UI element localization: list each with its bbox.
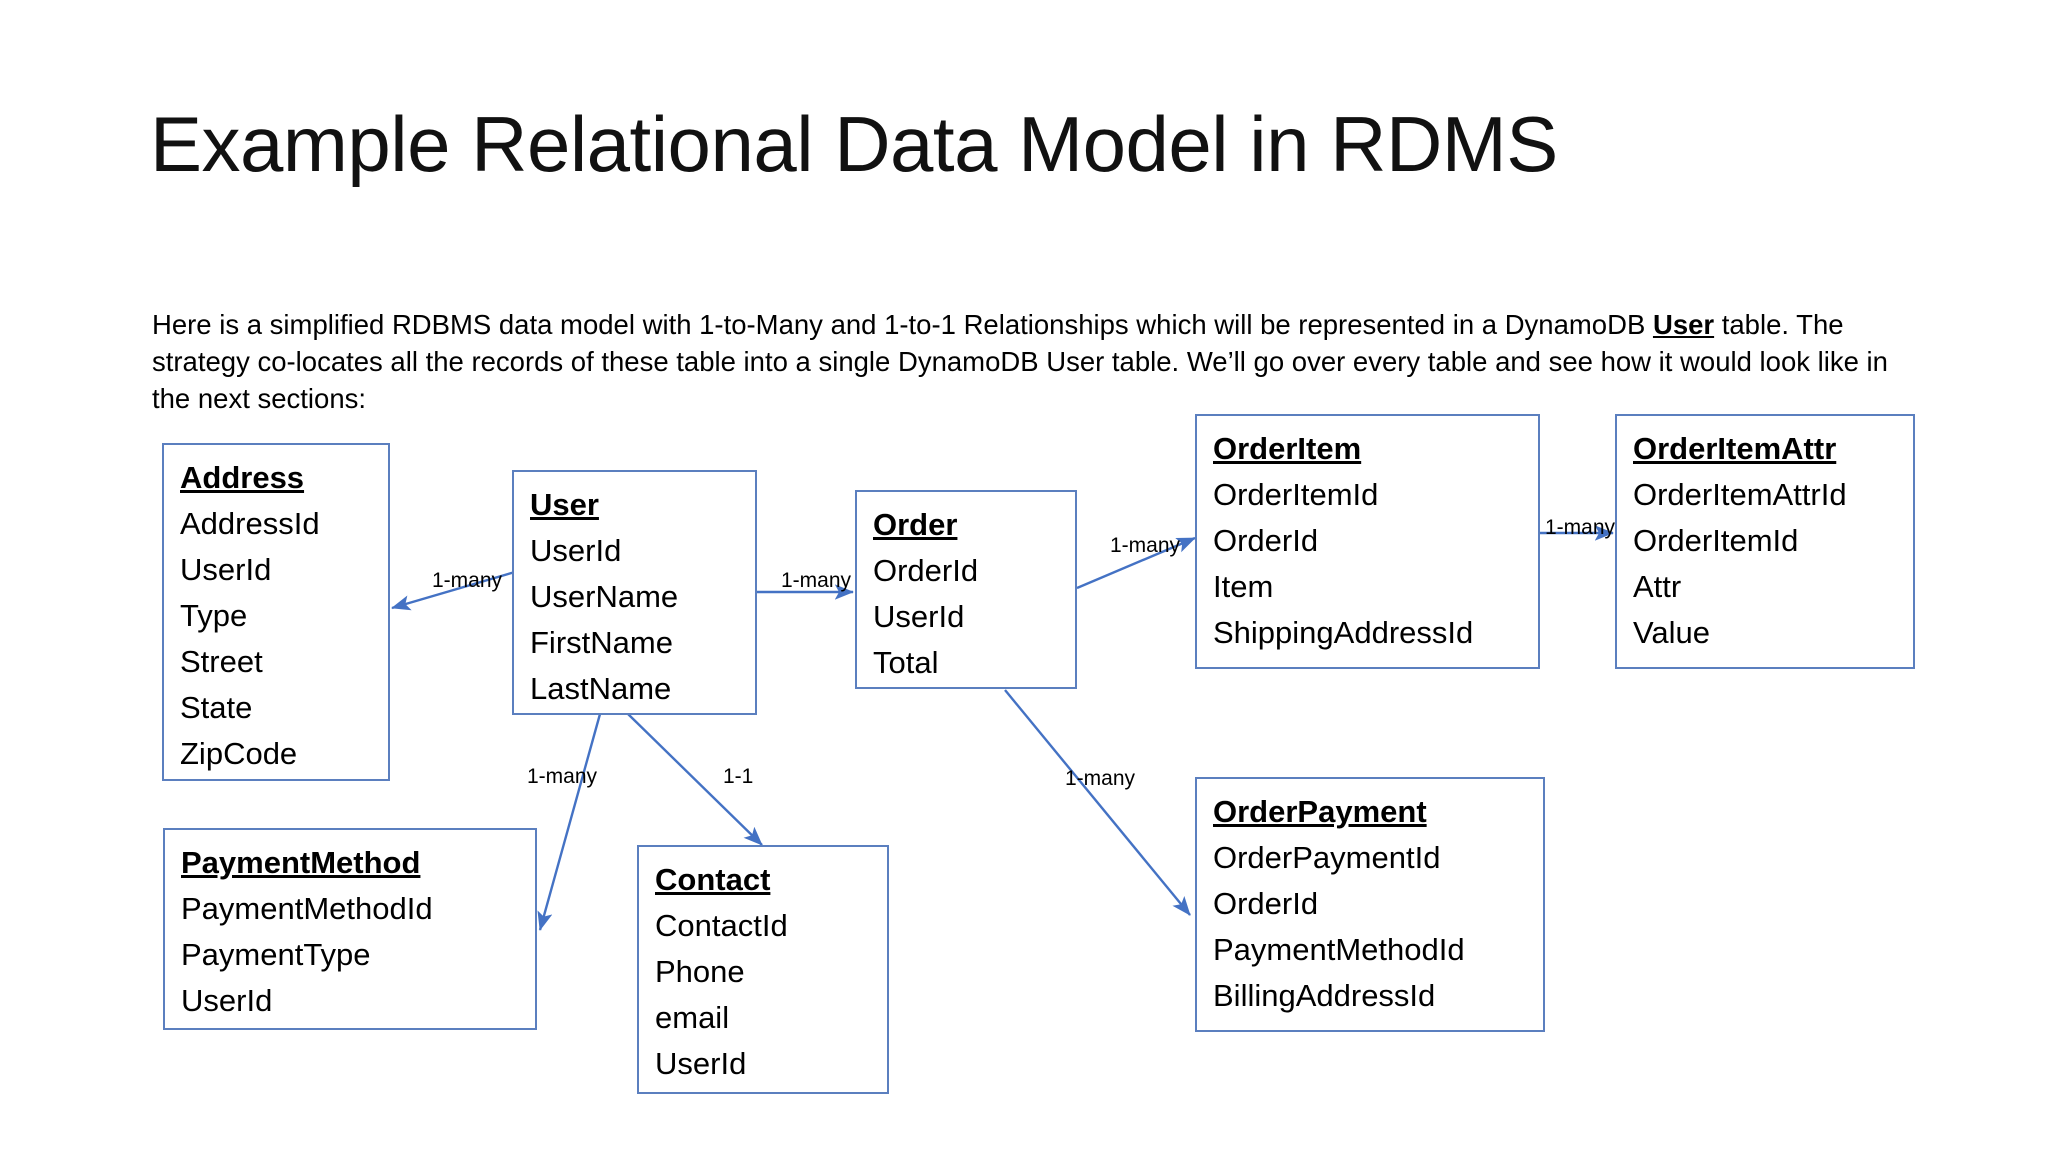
entity-box-order[interactable]: Order OrderId UserId Total (855, 490, 1077, 689)
entity-title-order: Order (873, 507, 958, 542)
entity-field: LastName (530, 671, 672, 706)
entity-box-paymentmethod[interactable]: PaymentMethod PaymentMethodId PaymentTyp… (163, 828, 537, 1030)
entity-box-address[interactable]: Address AddressId UserId Type Street Sta… (162, 443, 390, 781)
entity-field: PaymentType (181, 937, 371, 972)
entity-field: ShippingAddressId (1213, 615, 1474, 650)
entity-field: ContactId (655, 908, 788, 943)
relationship-label-user-address: 1-many (432, 569, 503, 592)
relationship-label-order-orderpayment: 1-many (1065, 767, 1136, 790)
intro-text-part1: Here is a simplified RDBMS data model wi… (152, 309, 1653, 340)
page-title: Example Relational Data Model in RDMS (150, 100, 1558, 188)
entity-field: OrderItemId (1213, 477, 1379, 512)
entity-title-paymentmethod: PaymentMethod (181, 845, 421, 880)
relationship-label-user-order: 1-many (781, 569, 852, 592)
entity-field: OrderItemId (1633, 523, 1799, 558)
entity-field: Item (1213, 569, 1274, 604)
relationship-label-user-paymentmethod: 1-many (527, 765, 598, 788)
entity-field: UserId (181, 983, 273, 1018)
entity-field: OrderId (1213, 886, 1319, 921)
entity-field: OrderId (1213, 523, 1319, 558)
entity-title-user: User (530, 487, 599, 522)
intro-emphasis-user: User (1652, 309, 1715, 340)
entity-title-orderitemattr: OrderItemAttr (1633, 431, 1837, 466)
entity-field: email (655, 1000, 730, 1035)
entity-box-orderitem[interactable]: OrderItem OrderItemId OrderId Item Shipp… (1195, 414, 1540, 669)
entity-field: PaymentMethodId (1213, 932, 1465, 967)
entity-box-user[interactable]: User UserId UserName FirstName LastName (512, 470, 757, 715)
entity-field: OrderPaymentId (1213, 840, 1441, 875)
entity-field: UserId (655, 1046, 747, 1081)
entity-field: State (180, 690, 253, 725)
entity-field: UserName (530, 579, 679, 614)
entity-field: Value (1633, 615, 1710, 650)
entity-field: UserId (873, 599, 965, 634)
arrow-user-paymentmethod (537, 713, 602, 931)
entity-field: Total (873, 645, 939, 680)
entity-title-address: Address (180, 460, 305, 495)
entity-title-orderitem: OrderItem (1213, 431, 1362, 466)
entity-field: ZipCode (180, 736, 298, 771)
entity-field: Phone (655, 954, 745, 989)
entity-field: UserId (530, 533, 622, 568)
entity-field: Street (180, 644, 263, 679)
entity-field: PaymentMethodId (181, 891, 433, 926)
entity-box-contact[interactable]: Contact ContactId Phone email UserId (637, 845, 889, 1094)
entity-field: OrderId (873, 553, 979, 588)
intro-paragraph: Here is a simplified RDBMS data model wi… (152, 306, 1912, 417)
entity-box-orderitemattr[interactable]: OrderItemAttr OrderItemAttrId OrderItemI… (1615, 414, 1915, 669)
entity-field: FirstName (530, 625, 673, 660)
entity-field: BillingAddressId (1213, 978, 1436, 1013)
relationship-label-order-orderitem: 1-many (1110, 534, 1181, 557)
entity-box-orderpayment[interactable]: OrderPayment OrderPaymentId OrderId Paym… (1195, 777, 1545, 1032)
entity-field: OrderItemAttrId (1633, 477, 1847, 512)
intro-text-part2: table. The strategy co-locates all the r… (152, 309, 1888, 414)
entity-field: Type (180, 598, 248, 633)
entity-field: AddressId (180, 506, 320, 541)
arrow-order-orderpayment (1004, 689, 1191, 916)
relationship-label-orderitem-orderitemattr: 1-many (1545, 516, 1616, 539)
entity-field: UserId (180, 552, 272, 587)
entity-title-orderpayment: OrderPayment (1213, 794, 1427, 829)
entity-field: Attr (1633, 569, 1682, 604)
relationship-label-user-contact: 1-1 (723, 765, 754, 788)
entity-title-contact: Contact (655, 862, 771, 897)
